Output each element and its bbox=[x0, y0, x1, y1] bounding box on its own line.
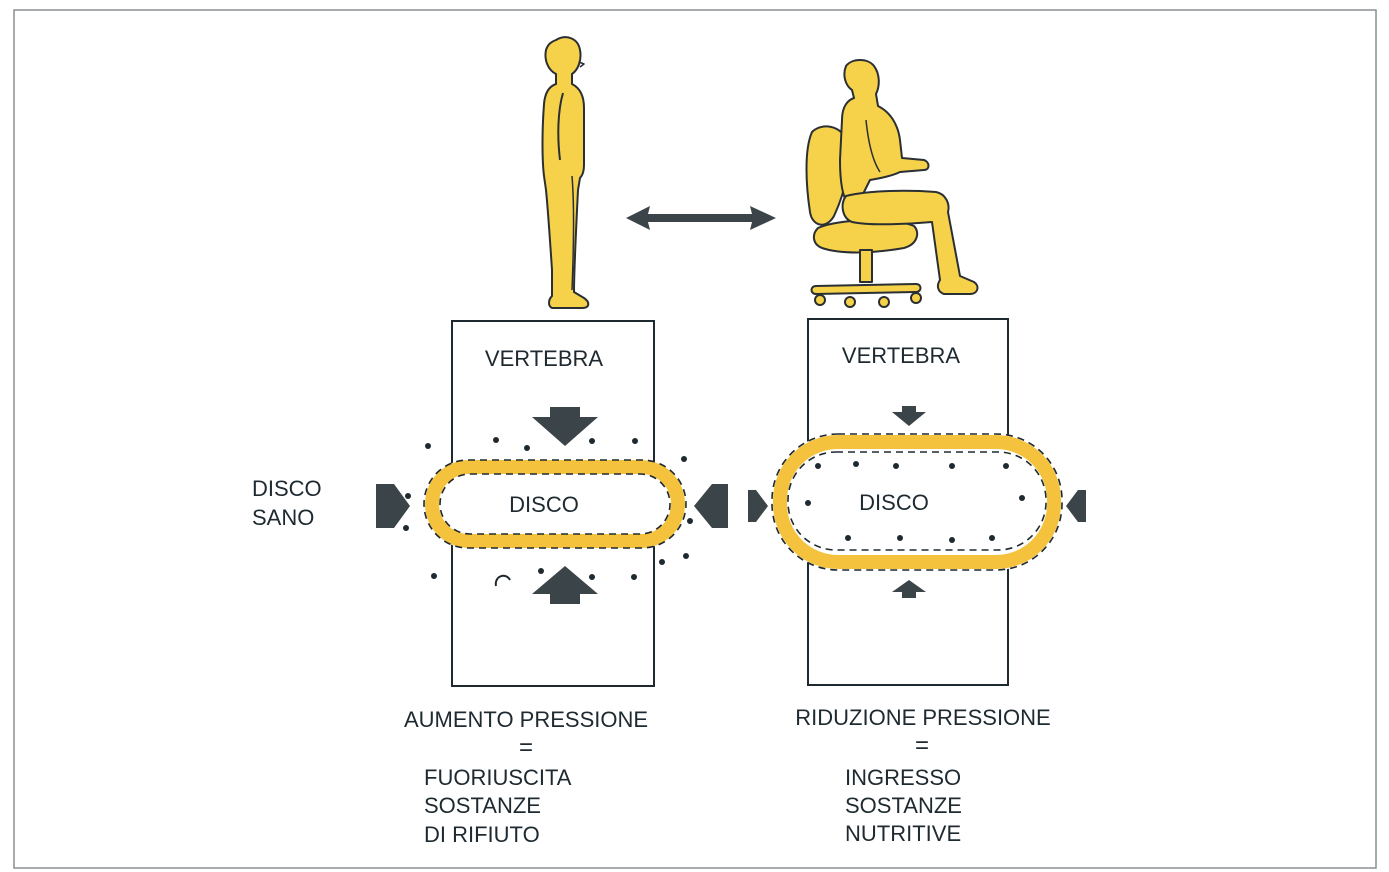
left-arrow-right bbox=[376, 484, 410, 528]
left-caption-equals: = bbox=[519, 734, 533, 761]
right-caption-line2: INGRESSO bbox=[845, 765, 961, 790]
left-vertebra-label: VERTEBRA bbox=[485, 346, 604, 371]
left-caption-line1: AUMENTO PRESSIONE bbox=[404, 707, 648, 732]
left-caption-line2: FUORIUSCITA bbox=[424, 765, 572, 790]
seated-person-in-office-chair-icon bbox=[807, 60, 978, 307]
figure-frame bbox=[14, 10, 1376, 868]
right-arrow-right bbox=[748, 490, 768, 522]
healthy-disc-label-line1: DISCO bbox=[252, 476, 322, 501]
left-caption-line4: DI RIFIUTO bbox=[424, 822, 540, 847]
left-disc-label: DISCO bbox=[509, 492, 579, 517]
right-caption-equals: = bbox=[915, 732, 929, 759]
left-caption-line3: SOSTANZE bbox=[424, 793, 541, 818]
left-arrow-left bbox=[694, 484, 728, 528]
right-caption-line1: RIDUZIONE PRESSIONE bbox=[795, 705, 1050, 730]
left-vertebra-column: VERTEBRA DISCO DISCO SANO AUMENTO PRESSI… bbox=[252, 321, 728, 847]
right-arrow-left bbox=[1066, 490, 1086, 522]
right-vertebra-column: VERTEBRA DISCO RIDUZIONE PRESSIONE = ING… bbox=[748, 319, 1086, 846]
right-caption-line3: SOSTANZE bbox=[845, 793, 962, 818]
double-headed-arrow-icon bbox=[626, 206, 776, 230]
right-disc-label: DISCO bbox=[859, 490, 929, 515]
right-vertebra-label: VERTEBRA bbox=[842, 343, 961, 368]
standing-person-icon bbox=[543, 37, 589, 308]
right-caption-line4: NUTRITIVE bbox=[845, 821, 961, 846]
healthy-disc-label-line2: SANO bbox=[252, 505, 314, 530]
